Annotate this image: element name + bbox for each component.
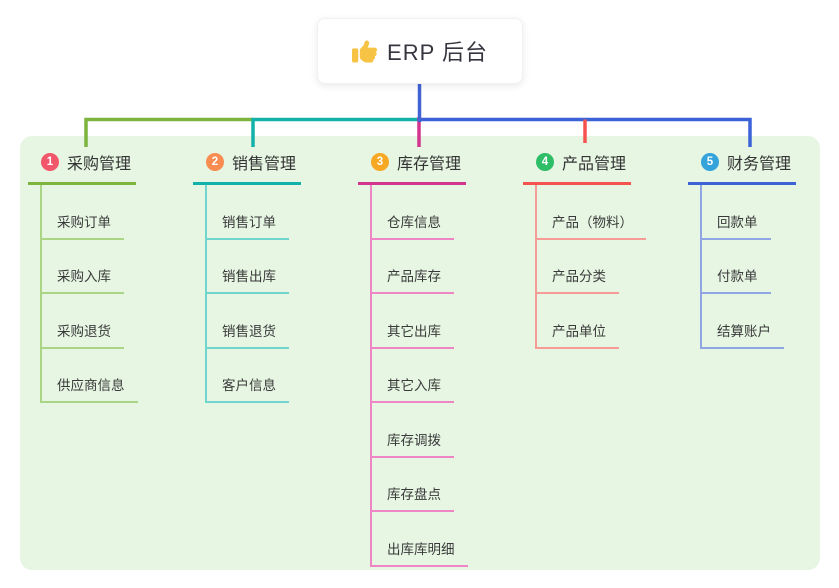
mindmap-item[interactable]: 采购订单 bbox=[42, 185, 138, 240]
item-label: 回款单 bbox=[702, 211, 771, 240]
item-label: 库存盘点 bbox=[372, 483, 454, 512]
mindmap-item[interactable]: 回款单 bbox=[702, 185, 796, 240]
thumbs-up-icon bbox=[352, 40, 378, 62]
branch-label: 销售管理 bbox=[232, 156, 297, 173]
item-label: 销售出库 bbox=[207, 265, 289, 294]
mindmap-item[interactable]: 销售退货 bbox=[207, 294, 301, 349]
item-label: 产品（物料） bbox=[537, 211, 646, 240]
item-label: 销售退货 bbox=[207, 320, 289, 349]
branch-header[interactable]: 3 库存管理 bbox=[358, 146, 466, 185]
branch-header[interactable]: 5 财务管理 bbox=[688, 146, 796, 185]
item-label: 库存调拨 bbox=[372, 429, 454, 458]
mindmap-item[interactable]: 库存调拨 bbox=[372, 403, 468, 458]
item-label: 产品库存 bbox=[372, 265, 454, 294]
branch-number-badge: 1 bbox=[41, 153, 59, 171]
mindmap-item[interactable]: 库存盘点 bbox=[372, 458, 468, 512]
item-label: 采购订单 bbox=[42, 211, 124, 240]
root-node[interactable]: ERP 后台 bbox=[317, 18, 523, 84]
item-label: 客户信息 bbox=[207, 374, 289, 403]
branch-items: 产品（物料） 产品分类 产品单位 bbox=[535, 185, 646, 349]
mindmap-item[interactable]: 供应商信息 bbox=[42, 349, 138, 403]
branch-number-badge: 3 bbox=[371, 153, 389, 171]
branch-node-3: 3 库存管理 仓库信息 产品库存 其它出库 其它入库 库存调拨 库存盘点 出库库… bbox=[358, 146, 468, 567]
item-label: 采购退货 bbox=[42, 320, 124, 349]
mindmap-item[interactable]: 结算账户 bbox=[702, 294, 796, 349]
mindmap-item[interactable]: 采购退货 bbox=[42, 294, 138, 349]
mindmap-item[interactable]: 付款单 bbox=[702, 240, 796, 294]
branch-node-5: 5 财务管理 回款单 付款单 结算账户 bbox=[688, 146, 796, 349]
mindmap-item[interactable]: 产品库存 bbox=[372, 240, 468, 294]
mindmap-item[interactable]: 其它入库 bbox=[372, 349, 468, 403]
mindmap-item[interactable]: 产品单位 bbox=[537, 294, 646, 349]
item-label: 结算账户 bbox=[702, 320, 784, 349]
item-label: 产品分类 bbox=[537, 265, 619, 294]
item-label: 出库库明细 bbox=[372, 538, 468, 567]
mindmap-item[interactable]: 客户信息 bbox=[207, 349, 301, 403]
mindmap-item[interactable]: 产品（物料） bbox=[537, 185, 646, 240]
mindmap-item[interactable]: 其它出库 bbox=[372, 294, 468, 349]
branch-label: 采购管理 bbox=[67, 156, 132, 173]
item-label: 产品单位 bbox=[537, 320, 619, 349]
root-title: ERP 后台 bbox=[387, 40, 488, 65]
branch-header[interactable]: 2 销售管理 bbox=[193, 146, 301, 185]
mindmap-item[interactable]: 销售出库 bbox=[207, 240, 301, 294]
branch-header[interactable]: 1 采购管理 bbox=[28, 146, 136, 185]
branch-label: 财务管理 bbox=[727, 156, 792, 173]
item-label: 供应商信息 bbox=[42, 374, 138, 403]
item-label: 其它出库 bbox=[372, 320, 454, 349]
branch-node-1: 1 采购管理 采购订单 采购入库 采购退货 供应商信息 bbox=[28, 146, 138, 403]
branch-items: 回款单 付款单 结算账户 bbox=[700, 185, 796, 349]
branch-number-badge: 5 bbox=[701, 153, 719, 171]
canvas-panel bbox=[20, 136, 820, 570]
branch-node-4: 4 产品管理 产品（物料） 产品分类 产品单位 bbox=[523, 146, 646, 349]
item-label: 其它入库 bbox=[372, 374, 454, 403]
item-label: 采购入库 bbox=[42, 265, 124, 294]
mindmap-item[interactable]: 产品分类 bbox=[537, 240, 646, 294]
branch-label: 库存管理 bbox=[397, 156, 462, 173]
branch-items: 仓库信息 产品库存 其它出库 其它入库 库存调拨 库存盘点 出库库明细 bbox=[370, 185, 468, 567]
branch-number-badge: 4 bbox=[536, 153, 554, 171]
item-label: 付款单 bbox=[702, 265, 771, 294]
item-label: 销售订单 bbox=[207, 211, 289, 240]
branch-items: 采购订单 采购入库 采购退货 供应商信息 bbox=[40, 185, 138, 403]
mindmap-item[interactable]: 采购入库 bbox=[42, 240, 138, 294]
mindmap-item[interactable]: 仓库信息 bbox=[372, 185, 468, 240]
item-label: 仓库信息 bbox=[372, 211, 454, 240]
branch-node-2: 2 销售管理 销售订单 销售出库 销售退货 客户信息 bbox=[193, 146, 301, 403]
branch-number-badge: 2 bbox=[206, 153, 224, 171]
mindmap-item[interactable]: 销售订单 bbox=[207, 185, 301, 240]
branch-label: 产品管理 bbox=[562, 156, 627, 173]
mindmap-item[interactable]: 出库库明细 bbox=[372, 512, 468, 567]
branch-items: 销售订单 销售出库 销售退货 客户信息 bbox=[205, 185, 301, 403]
branch-header[interactable]: 4 产品管理 bbox=[523, 146, 631, 185]
